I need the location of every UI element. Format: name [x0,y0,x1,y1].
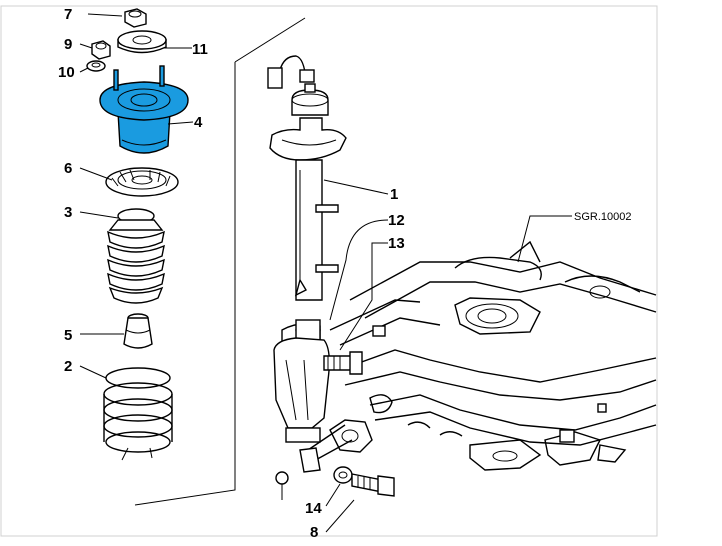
callout-8: 8 [310,524,318,541]
part-2-coil-spring [103,367,173,461]
callout-9: 9 [64,36,72,53]
assembly-guide-line-top [234,17,306,63]
part-14-washer [333,466,353,484]
assembly-guide-line [134,62,236,506]
part-10-washer [86,60,106,72]
diagram-frame [0,5,658,537]
callout-7: 7 [64,6,72,23]
callout-11: 11 [192,41,208,58]
lower-control-arm [304,419,373,463]
callout-10: 10 [58,64,75,81]
callout-3: 3 [64,204,72,221]
callout-13: 13 [388,235,405,252]
callout-1: 1 [390,186,398,203]
part-1-strut [267,55,347,500]
part-3-bellows [107,208,165,304]
callout-4: 4 [194,114,203,131]
part-4-strut-mount [99,65,189,154]
callout-2: 2 [64,358,72,375]
callout-12: 12 [388,212,405,229]
leader-lines [79,13,572,533]
part-5-bump-stop [123,313,153,349]
reference-code: SGR.10002 [574,211,631,223]
part-7-nut [124,8,147,28]
callout-5: 5 [64,327,72,344]
part-8-bolt [351,473,395,497]
part-12-bolt [323,351,363,375]
subframe [329,240,657,471]
part-6-spring-seat [105,167,179,197]
callout-6: 6 [64,160,72,177]
part-11-cap [117,30,167,54]
part-9-nut [91,40,111,60]
callout-14: 14 [305,500,322,517]
